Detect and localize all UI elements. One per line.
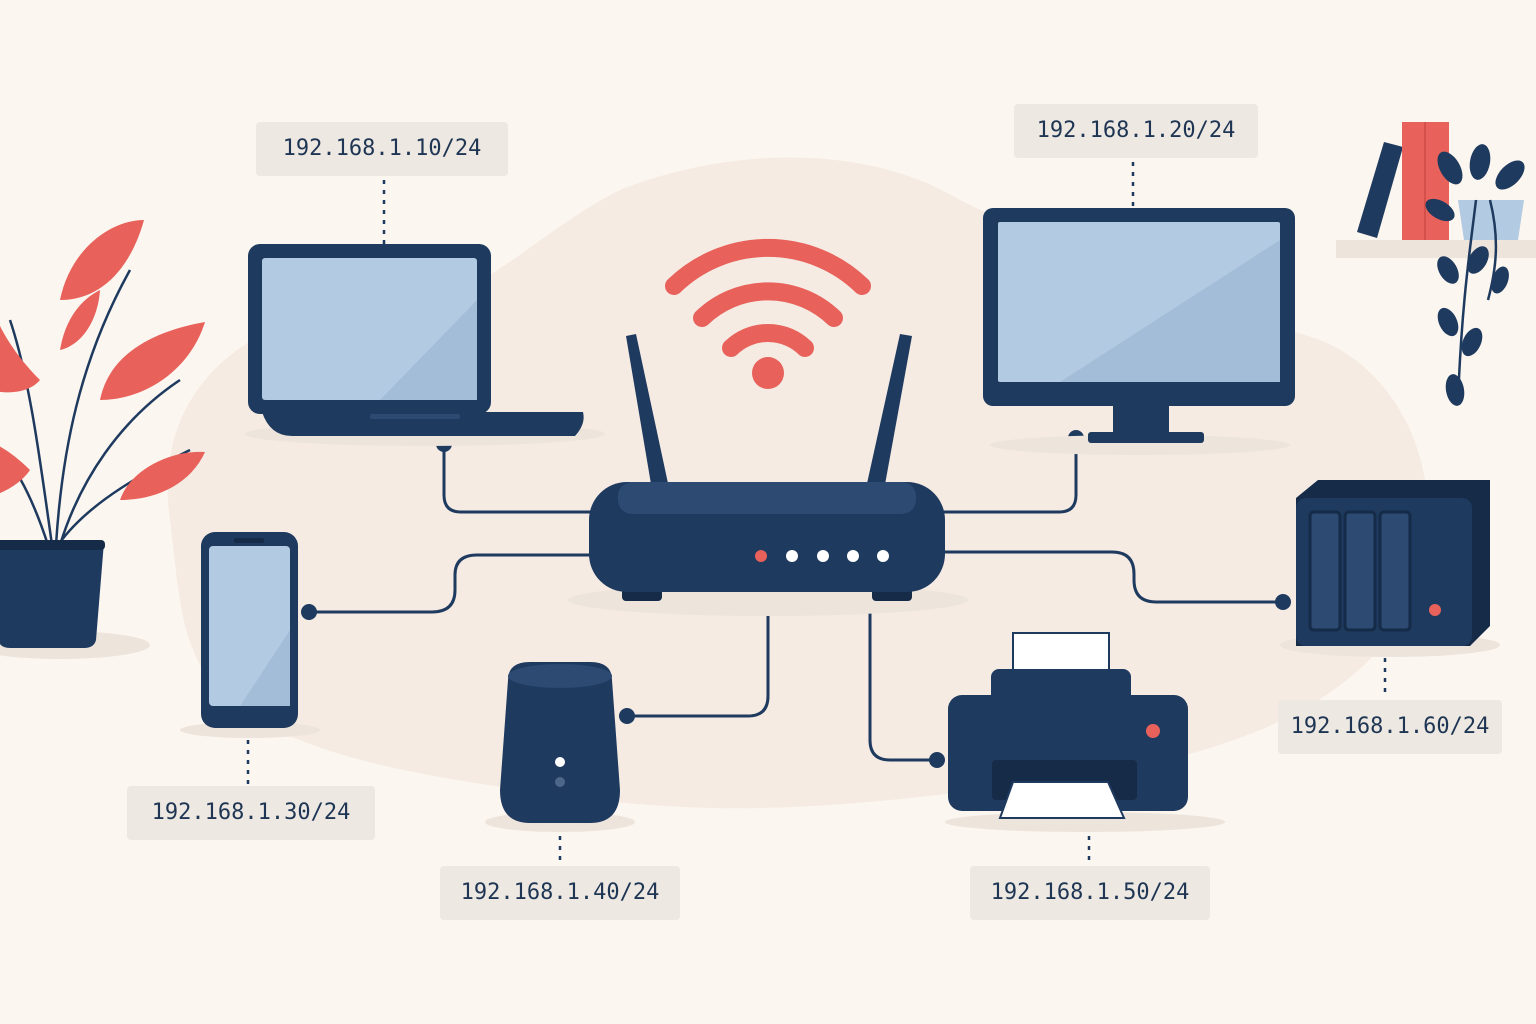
cable-smartphone (308, 553, 592, 614)
ip-label-smartphone: 192.168.1.30/24 (127, 786, 375, 840)
cable-endpoints (301, 430, 1291, 768)
smartphone-icon (201, 532, 298, 728)
smart-speaker-icon (500, 662, 620, 823)
plant-icon (0, 220, 205, 648)
cable-nas (943, 550, 1284, 604)
wifi-icon (665, 238, 871, 389)
cable-printer (868, 593, 938, 762)
cable-monitor (933, 438, 1078, 514)
ip-label-speaker: 192.168.1.40/24 (440, 866, 680, 920)
nas-icon (1296, 480, 1490, 646)
bookshelf-icon (1336, 122, 1536, 258)
monitor-icon (983, 208, 1295, 443)
label-leaders (246, 162, 1387, 866)
ip-label-nas: 192.168.1.60/24 (1278, 700, 1502, 754)
hanging-plant-icon (1425, 144, 1525, 406)
cable-laptop (442, 444, 602, 514)
cable-speaker (626, 593, 770, 718)
ip-label-laptop: 192.168.1.10/24 (256, 122, 508, 176)
cables (308, 438, 1284, 762)
printer-icon (948, 632, 1188, 819)
ip-label-monitor: 192.168.1.20/24 (1014, 104, 1258, 158)
router-icon (589, 334, 945, 601)
laptop-icon (248, 244, 584, 436)
ip-label-printer: 192.168.1.50/24 (970, 866, 1210, 920)
